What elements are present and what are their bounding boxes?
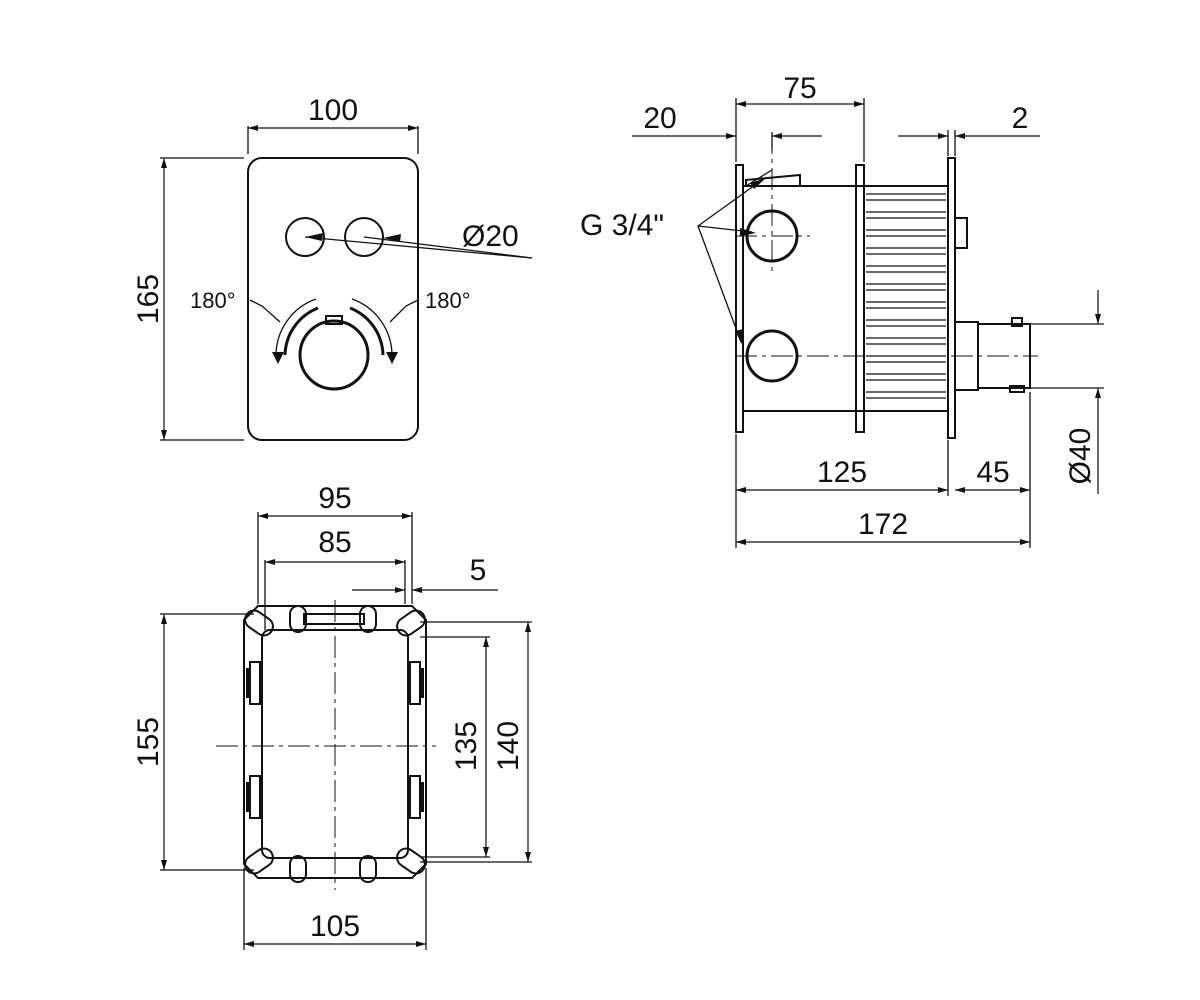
box-outer-width-label: 95 [318, 482, 351, 515]
connection-label: G 3/4" [580, 209, 664, 242]
side-trim-diameter-label: Ø40 [1064, 428, 1097, 485]
rotation-left-label: 180° [190, 288, 236, 313]
main-knob [298, 319, 370, 391]
side-offset-label: 20 [643, 102, 676, 135]
side-total-depth-label: 172 [858, 508, 908, 541]
side-trim-depth-label: 45 [976, 456, 1009, 489]
button-right [344, 217, 384, 257]
front-view: Ø20 180° 180° 100 165 [132, 94, 533, 441]
side-plate-label: 2 [1012, 102, 1029, 135]
rotation-arc-left [283, 306, 319, 356]
corner-slots [244, 609, 426, 875]
box-view: 95 85 5 105 155 135 140 [132, 482, 532, 950]
mounting-flange-left [735, 164, 744, 433]
front-height-label: 165 [132, 274, 165, 324]
button-diameter-label: Ø20 [462, 220, 519, 253]
box-inner-height-label: 135 [450, 721, 483, 771]
mounting-flange-right [855, 164, 865, 433]
box-mid-height-label: 140 [492, 721, 525, 771]
box-outer-height-label: 155 [132, 717, 165, 767]
knob-indicator [325, 315, 343, 325]
box-inner-width-label: 85 [318, 526, 351, 559]
side-body-depth-label: 125 [817, 456, 867, 489]
edge-slots [289, 605, 377, 883]
button-left [285, 217, 325, 257]
box-bottom-width-label: 105 [310, 910, 360, 943]
rotation-right-label: 180° [425, 288, 471, 313]
side-clips [246, 661, 424, 819]
rotation-arc-right [349, 306, 385, 356]
trim-plate [247, 157, 419, 441]
box-edge-label: 5 [470, 554, 487, 587]
side-top-width-label: 75 [783, 72, 816, 105]
ribbed-sleeve [863, 185, 949, 412]
side-view: G 3/4" 75 20 2 125 45 172 [580, 72, 1104, 548]
sleeve-ribs [866, 193, 946, 399]
wall-plate [947, 157, 956, 439]
front-width-label: 100 [308, 94, 358, 127]
